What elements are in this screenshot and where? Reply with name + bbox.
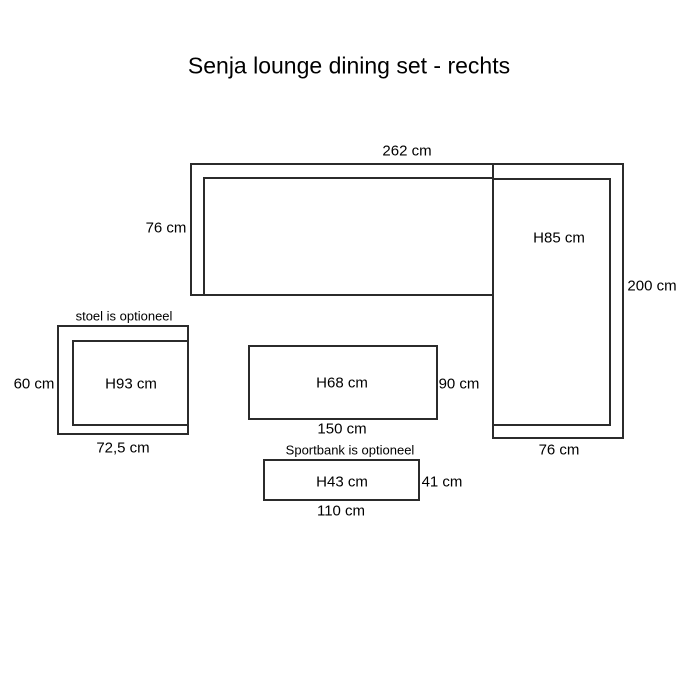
chair-width-label: 72,5 cm xyxy=(96,439,150,457)
table-height-label: H68 cm xyxy=(316,374,368,392)
sofa-length-label: 200 cm xyxy=(627,277,677,295)
table-depth-label: 90 cm xyxy=(438,375,480,393)
table-outline xyxy=(248,345,438,420)
page-title: Senja lounge dining set - rechts xyxy=(187,52,511,79)
table-width-label: 150 cm xyxy=(317,420,367,438)
bench-depth-label: 41 cm xyxy=(421,473,463,491)
bench-height-label: H43 cm xyxy=(316,473,368,491)
sofa-depth-label: 76 cm xyxy=(145,219,187,237)
chair-optional-note: stoel is optioneel xyxy=(75,308,173,324)
sofa-total-width-label: 262 cm xyxy=(382,142,432,160)
bench-optional-note: Sportbank is optioneel xyxy=(285,442,415,458)
chair-depth-label: 60 cm xyxy=(13,375,55,393)
sofa-horizontal-seat xyxy=(203,177,494,296)
chair-seat xyxy=(72,340,189,426)
sofa-vertical-seat xyxy=(492,178,611,426)
chair-height-label: H93 cm xyxy=(105,375,157,393)
sofa-chaise-width-label: 76 cm xyxy=(538,441,580,459)
sofa-height-label: H85 cm xyxy=(533,229,585,247)
bench-outline xyxy=(263,459,420,501)
bench-width-label: 110 cm xyxy=(316,502,366,520)
